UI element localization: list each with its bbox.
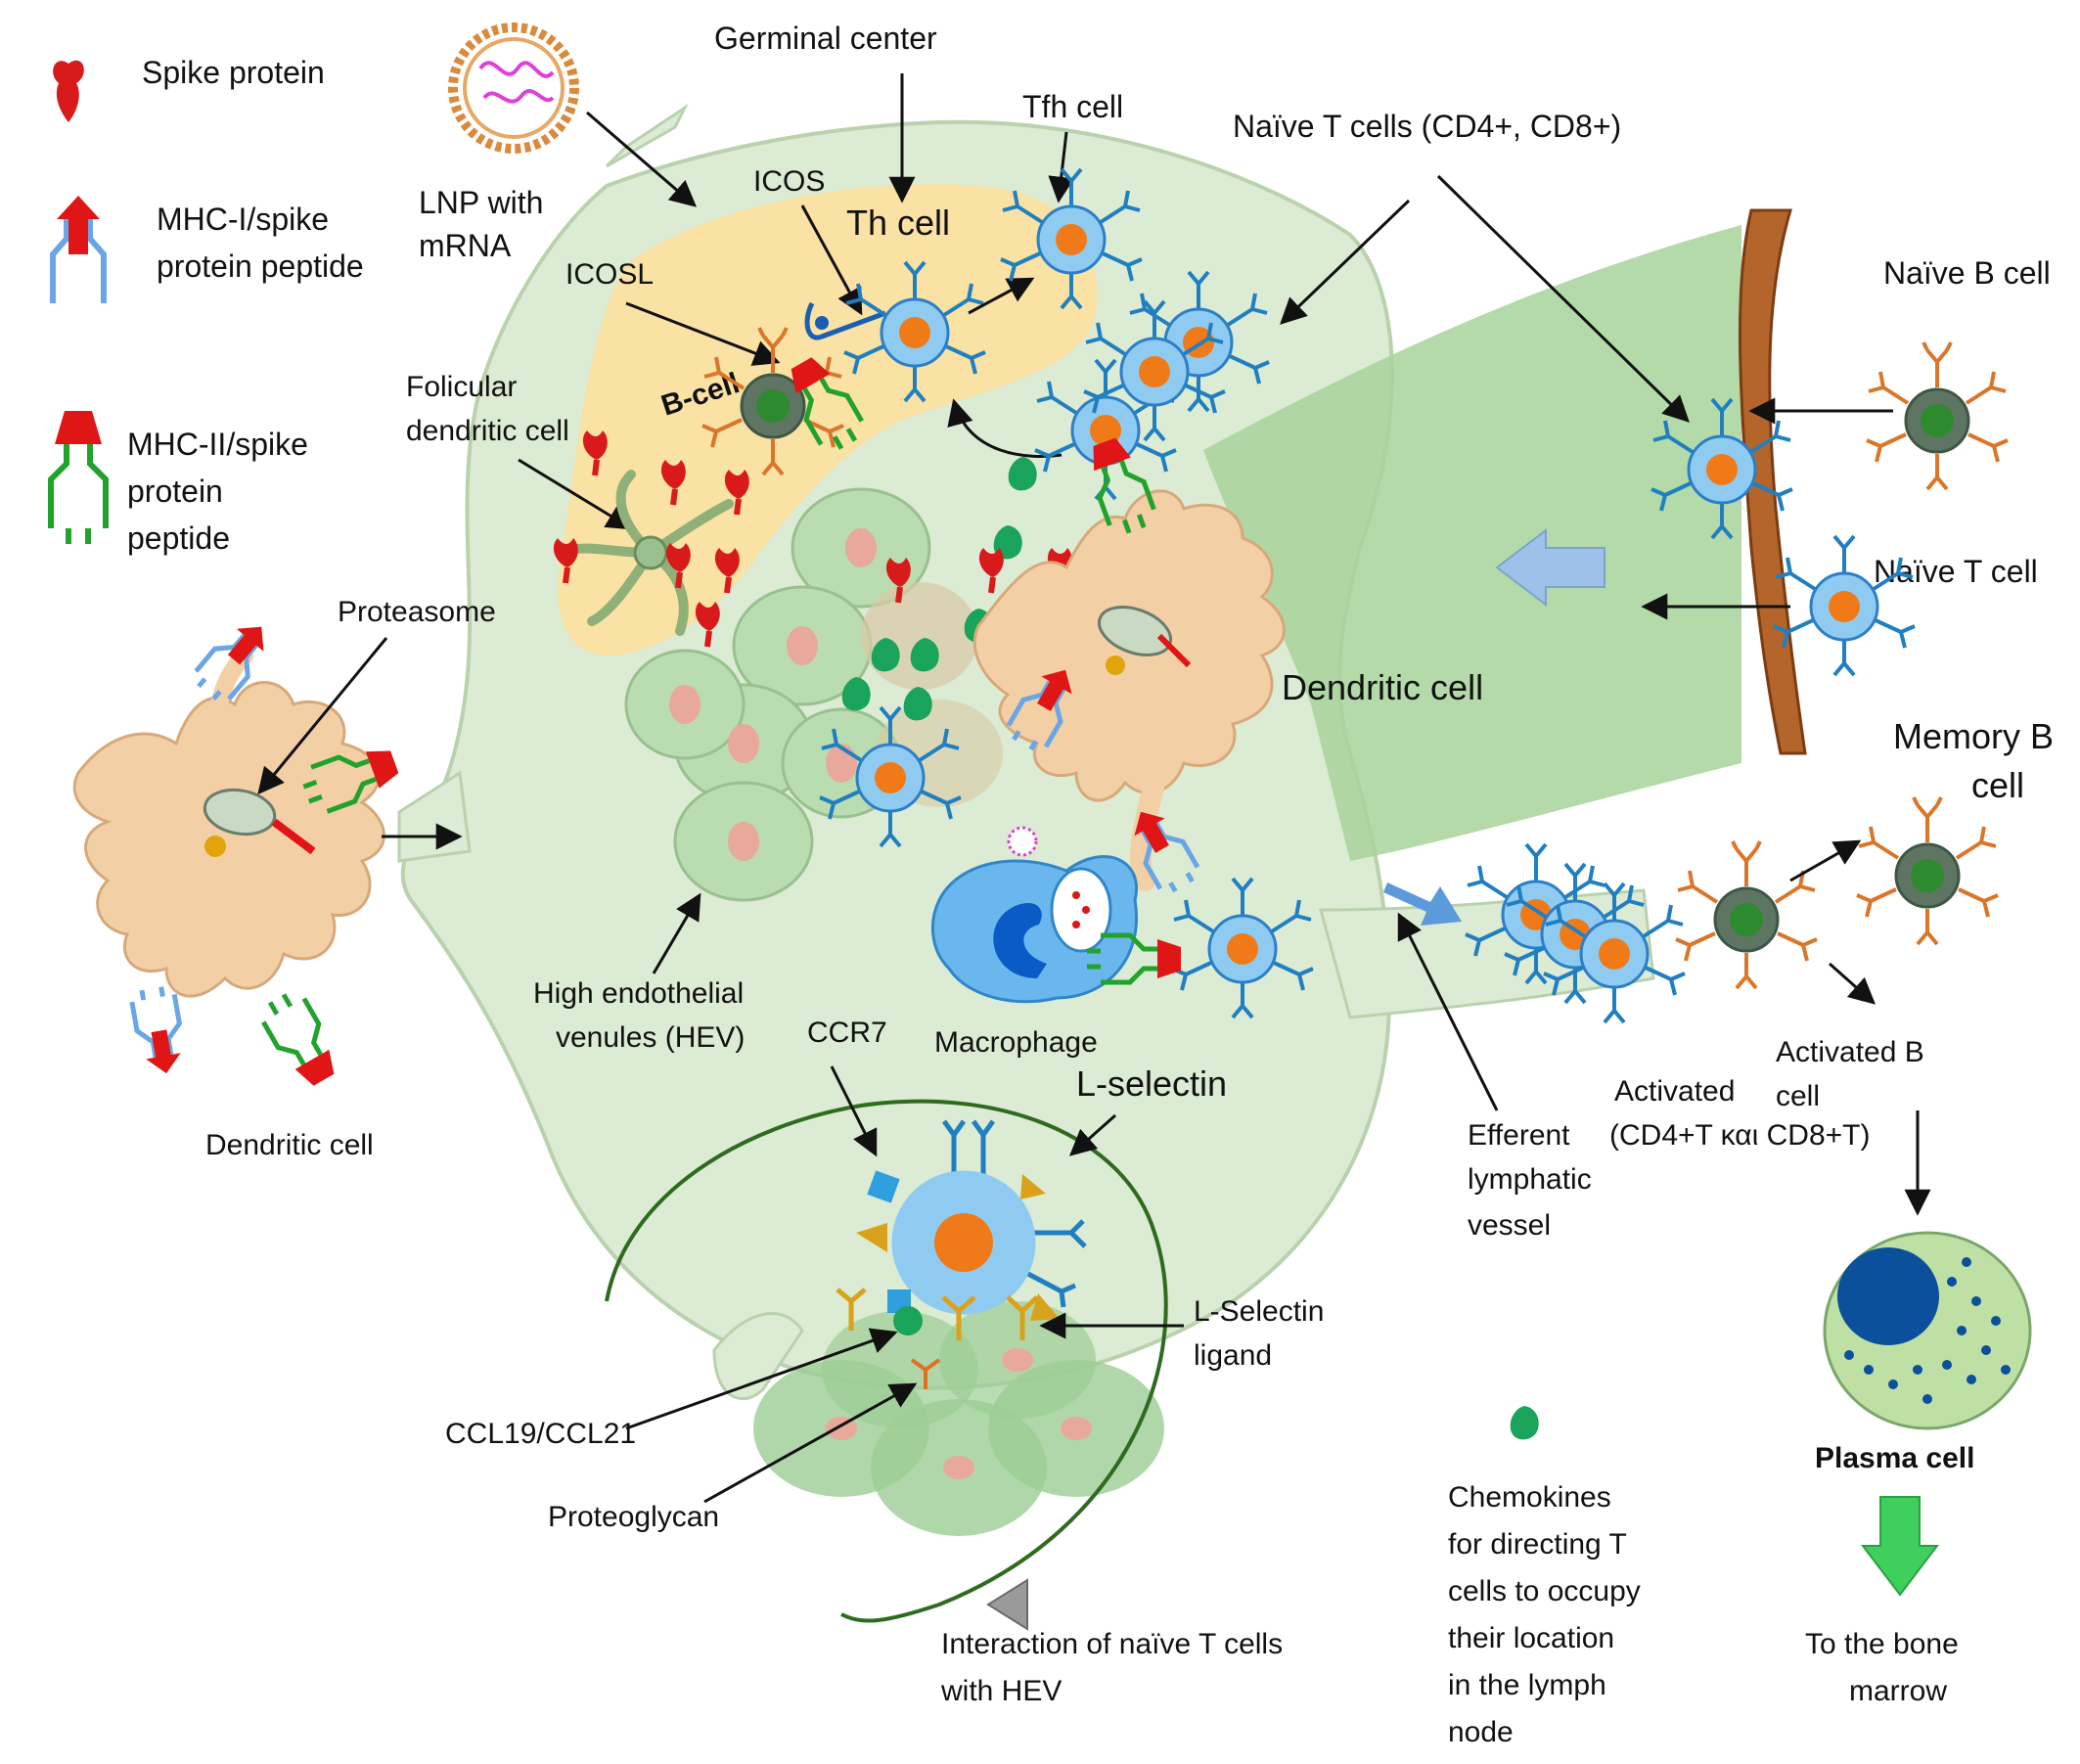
- legend-mhc2-line2: protein: [127, 474, 223, 509]
- legend-mhc1-line1: MHC-I/spike: [157, 202, 329, 237]
- icos-arrow: [800, 204, 863, 316]
- macrophage-label: Macrophage: [934, 1026, 1098, 1059]
- l-selectin-label: L-selectin: [1076, 1063, 1227, 1104]
- memory-arrow: [1789, 839, 1862, 882]
- mhc2-icon: [48, 411, 109, 544]
- naive-t-arrow-2: [1436, 174, 1690, 423]
- interaction-label-line2: with HEV: [940, 1675, 1062, 1707]
- tfh-cell-label: Tfh cell: [1022, 89, 1123, 124]
- ccl19-arrow: [625, 1328, 898, 1430]
- blue-block-arrow: [1495, 527, 1605, 608]
- chemokines-label-line4: their location: [1448, 1622, 1614, 1654]
- dendritic-cell-center-label: Dendritic cell: [1282, 667, 1483, 707]
- afferent-vessel-top: [605, 103, 689, 168]
- activated-b-cell-icon: [1674, 839, 1819, 990]
- mhc1-icon: [50, 196, 107, 303]
- activated-label-line1: Activated: [1614, 1075, 1735, 1108]
- hev-cluster-lower: [753, 1301, 1164, 1536]
- gray-arrow: [986, 1578, 1028, 1631]
- efferent-label-line2: lymphatic: [1468, 1163, 1592, 1196]
- hev-label-line2: venules (HEV): [556, 1021, 745, 1054]
- spike-icon: [53, 60, 84, 122]
- afferent-vessel-left: [397, 770, 472, 863]
- naive-b-cell-label: Naïve B cell: [1883, 255, 2051, 291]
- green-down-arrow: [1860, 1496, 1940, 1597]
- lnp-label-line1: LNP with: [419, 185, 543, 220]
- blue-small-arrow: [1383, 882, 1462, 926]
- activated-label-line2: (CD4+T και CD8+T): [1609, 1119, 1870, 1152]
- dendritic-left-mhc2-bottom: [256, 987, 344, 1092]
- hev-vessel-bottom: [712, 1312, 804, 1400]
- vessel-wall: [1738, 208, 1807, 755]
- hev-interaction-circle: [605, 1099, 1168, 1623]
- naive-t-cells-label: Naïve T cells (CD4+, CD8+): [1233, 109, 1621, 144]
- proteoglycan-label: Proteoglycan: [548, 1501, 719, 1533]
- icos-receptor: [804, 301, 886, 340]
- proteoglycan-arrow: [703, 1382, 918, 1504]
- l-selectin-ligands: [836, 1288, 1039, 1389]
- activated-b-label-line1: Activated B: [1776, 1036, 1924, 1068]
- th-cell-label: Th cell: [846, 203, 950, 243]
- memory-b-label-line1: Memory B: [1893, 716, 2054, 756]
- follicular-arrow: [518, 458, 634, 530]
- ccl19-label: CCL19/CCL21: [445, 1418, 636, 1450]
- tfh-arrow: [1048, 131, 1075, 204]
- follicular-label-line1: Folicular: [406, 371, 517, 403]
- activated-b-label-line2: cell: [1776, 1080, 1820, 1112]
- bone-label-line1: To the bone: [1805, 1628, 1959, 1660]
- legend-mhc1-line2: protein peptide: [157, 249, 364, 284]
- ccr7-label: CCR7: [807, 1017, 887, 1049]
- chemokine-legend-icon: [1510, 1406, 1539, 1440]
- efferent-label-line3: vessel: [1468, 1209, 1551, 1242]
- th-to-tfh-arrow: [968, 277, 1035, 315]
- dendritic-cell-center-icon: [972, 489, 1286, 891]
- hev-arrow: [652, 892, 701, 974]
- chemokines-label-line5: in the lymph: [1448, 1669, 1606, 1701]
- l-selectin-ligand-label-line2: ligand: [1194, 1339, 1272, 1372]
- interaction-label-line1: Interaction of naïve T cells: [941, 1628, 1283, 1660]
- follicular-label-line2: dendritic cell: [406, 415, 569, 447]
- chemokines-label-line3: cells to occupy: [1448, 1575, 1641, 1607]
- naive-b-cell-icon: [1865, 340, 2010, 491]
- efferent-vessel: [1203, 225, 1741, 861]
- icosl-arrow: [625, 301, 781, 366]
- chemokines-label-line2: for directing T: [1448, 1528, 1627, 1560]
- macrophage-icon: [930, 826, 1138, 1004]
- icos-label: ICOS: [753, 165, 825, 198]
- hev-label-line1: High endothelial: [533, 977, 744, 1010]
- memory-b-label-line2: cell: [1971, 765, 2024, 805]
- l-selectin-ligand-label-line1: L-Selectin: [1194, 1295, 1324, 1328]
- lnp-arrow: [586, 111, 698, 207]
- l-selectin-arrow: [1068, 1113, 1116, 1156]
- dendritic-left-mhc1-bottom: [130, 985, 188, 1077]
- legend-mhc2-line1: MHC-II/spike: [127, 427, 308, 462]
- lnp-icon: [448, 23, 579, 154]
- legend: Spike protein MHC-I/spike protein peptid…: [48, 55, 364, 556]
- legend-spike-label: Spike protein: [142, 55, 325, 90]
- chemokines-label-line1: Chemokines: [1448, 1481, 1611, 1514]
- bone-label-line2: marrow: [1849, 1675, 1947, 1707]
- germinal-center-label: Germinal center: [714, 21, 937, 56]
- memory-b-cell-icon: [1855, 795, 2000, 946]
- naive-t-arrow-1: [1280, 199, 1411, 325]
- dendritic-cell-left-icon: [72, 647, 385, 998]
- ccr7-arrow: [830, 1065, 878, 1157]
- plasma-cell-label: Plasma cell: [1815, 1442, 1974, 1474]
- plasma-cell-icon: [1823, 1231, 2032, 1430]
- proteasome-label: Proteasome: [338, 596, 496, 628]
- activated-b-arrow: [1829, 962, 1877, 1005]
- efferent-arrow: [1397, 912, 1499, 1111]
- legend-mhc2-line3: peptide: [127, 520, 230, 556]
- proteasome-arrow: [257, 637, 388, 795]
- efferent-label-line1: Efferent: [1468, 1119, 1570, 1152]
- dendritic-cell-left-label: Dendritic cell: [205, 1129, 374, 1161]
- chemokines-label-line6: node: [1448, 1716, 1514, 1748]
- lnp-label-line2: mRNA: [419, 228, 512, 263]
- icosl-label: ICOSL: [565, 258, 654, 291]
